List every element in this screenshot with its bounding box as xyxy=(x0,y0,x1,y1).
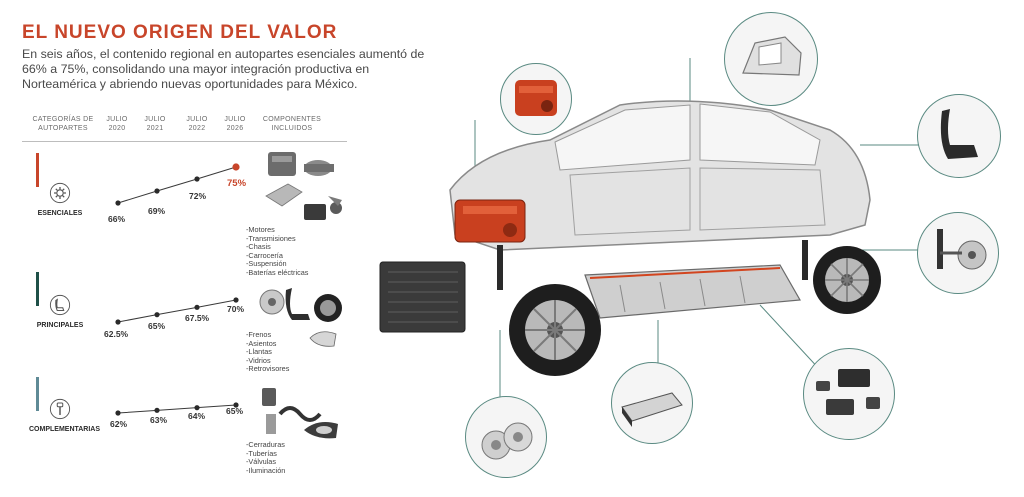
components-list-esenciales: -Motores -Transmisiones -Chasis -Carroce… xyxy=(246,225,309,277)
component-item: -Llantas xyxy=(246,347,272,356)
trend-point-complementarias xyxy=(233,402,239,408)
component-item: -Baterías eléctricas xyxy=(246,267,309,277)
trend-point-principales xyxy=(154,312,160,318)
component-item: -Tuberías xyxy=(246,448,277,458)
body-frame-thumbnail xyxy=(742,36,802,76)
suspension-thumbnail xyxy=(937,229,987,270)
component-item: -Carrocería xyxy=(246,250,283,260)
callout-battery-module xyxy=(611,362,693,444)
trend-line-principales xyxy=(117,299,237,323)
components-image-esenciales xyxy=(265,152,342,220)
rear-wheel xyxy=(813,246,881,314)
component-item: -Cerraduras xyxy=(246,440,285,449)
value-complementarias-2020: 62% xyxy=(110,419,128,429)
col-header-2020: JULIO 2020 xyxy=(106,116,128,132)
trend-point-complementarias xyxy=(154,407,160,413)
steel-coils-thumbnail xyxy=(481,422,533,460)
value-principales-2021: 65% xyxy=(148,321,166,331)
components-image-principales xyxy=(259,288,342,347)
callout-motor xyxy=(500,63,572,135)
col-header-2021: JULIO 2021 xyxy=(144,116,166,132)
trend-point-principales xyxy=(115,319,121,325)
trend-point-esenciales xyxy=(232,163,240,171)
components-image-complementarias xyxy=(262,388,338,439)
components-list-principales: -Frenos -Asientos -Llantas -Vidrios -Ret… xyxy=(246,330,290,374)
bolt-icon xyxy=(49,398,71,420)
component-item: -Transmisiones xyxy=(246,233,296,243)
category-bar-esenciales xyxy=(36,153,39,187)
trend-line-complementarias xyxy=(117,404,237,414)
trend-chart-esenciales xyxy=(115,163,240,206)
front-wheel xyxy=(509,284,601,376)
component-item: -Chasis xyxy=(246,242,271,251)
components-list-complementarias: -Cerraduras -Tuberías -Válvulas -Ilumina… xyxy=(246,440,286,475)
trend-point-esenciales xyxy=(115,200,121,206)
window-frame xyxy=(554,104,691,171)
value-esenciales-2026: 75% xyxy=(227,178,247,189)
component-item: -Iluminación xyxy=(246,465,286,475)
trend-point-principales xyxy=(194,304,200,310)
gear-icon xyxy=(49,182,71,204)
trend-point-esenciales xyxy=(154,188,160,194)
col-header-2026: JULIO 2026 xyxy=(224,116,246,132)
trend-point-complementarias xyxy=(194,405,200,411)
value-complementarias-2022: 64% xyxy=(188,411,206,421)
trend-point-esenciales xyxy=(194,176,200,182)
seat-icon xyxy=(49,294,71,316)
value-complementarias-2021: 63% xyxy=(150,415,168,425)
col-header-2022: JULIO 2022 xyxy=(186,116,208,132)
page-subtitle: En seis años, el contenido regional en a… xyxy=(22,47,425,91)
value-principales-2020: 62.5% xyxy=(104,329,129,339)
battery-module-thumbnail xyxy=(621,392,683,427)
car-chassis-illustration xyxy=(379,58,920,398)
callout-electronics xyxy=(803,348,895,440)
window-frame xyxy=(699,103,821,166)
component-item: -Válvulas xyxy=(246,457,277,466)
callout-seat xyxy=(917,94,1001,178)
category-bar-complementarias xyxy=(36,377,39,411)
callout-body-frame xyxy=(724,12,818,106)
battery-pack xyxy=(584,264,801,319)
callout-steel-coils xyxy=(465,396,547,478)
value-esenciales-2022: 72% xyxy=(189,191,207,201)
seat-thumbnail xyxy=(940,109,978,159)
component-item: -Suspensión xyxy=(246,259,287,268)
category-label-principales: PRINCIPALES xyxy=(36,322,84,329)
category-label-esenciales: ESENCIALES xyxy=(37,210,83,217)
trend-point-principales xyxy=(233,297,239,303)
component-item: -Vidrios xyxy=(246,355,271,365)
category-bar-principales xyxy=(36,272,39,306)
trend-line-esenciales xyxy=(117,166,237,204)
trend-point-complementarias xyxy=(115,410,121,416)
component-item: -Asientos xyxy=(246,338,277,348)
col-header-components: COMPONENTES INCLUIDOS xyxy=(262,116,322,132)
page-title: EL NUEVO ORIGEN DEL VALOR xyxy=(22,22,338,43)
col-header-category: CATEGORÍAS DE AUTOPARTES xyxy=(32,116,94,132)
value-principales-2022: 67.5% xyxy=(185,313,210,323)
component-item: -Frenos xyxy=(246,330,272,339)
callout-suspension xyxy=(917,212,999,294)
component-item: -Motores xyxy=(246,225,275,234)
value-esenciales-2020: 66% xyxy=(108,214,126,224)
value-complementarias-2026: 65% xyxy=(226,406,244,416)
category-label-complementarias: COMPLEMENTARIAS xyxy=(29,426,101,433)
trend-chart-complementarias xyxy=(115,402,239,416)
value-esenciales-2021: 69% xyxy=(148,206,166,216)
motor-thumbnail xyxy=(515,80,557,116)
electronics-thumbnail xyxy=(816,369,880,415)
trend-chart-principales xyxy=(115,297,239,325)
component-item: -Retrovisores xyxy=(246,364,290,373)
header-divider xyxy=(22,141,347,142)
front-radiator xyxy=(379,261,466,333)
value-principales-2026: 70% xyxy=(227,304,245,314)
leader-line xyxy=(759,304,823,373)
